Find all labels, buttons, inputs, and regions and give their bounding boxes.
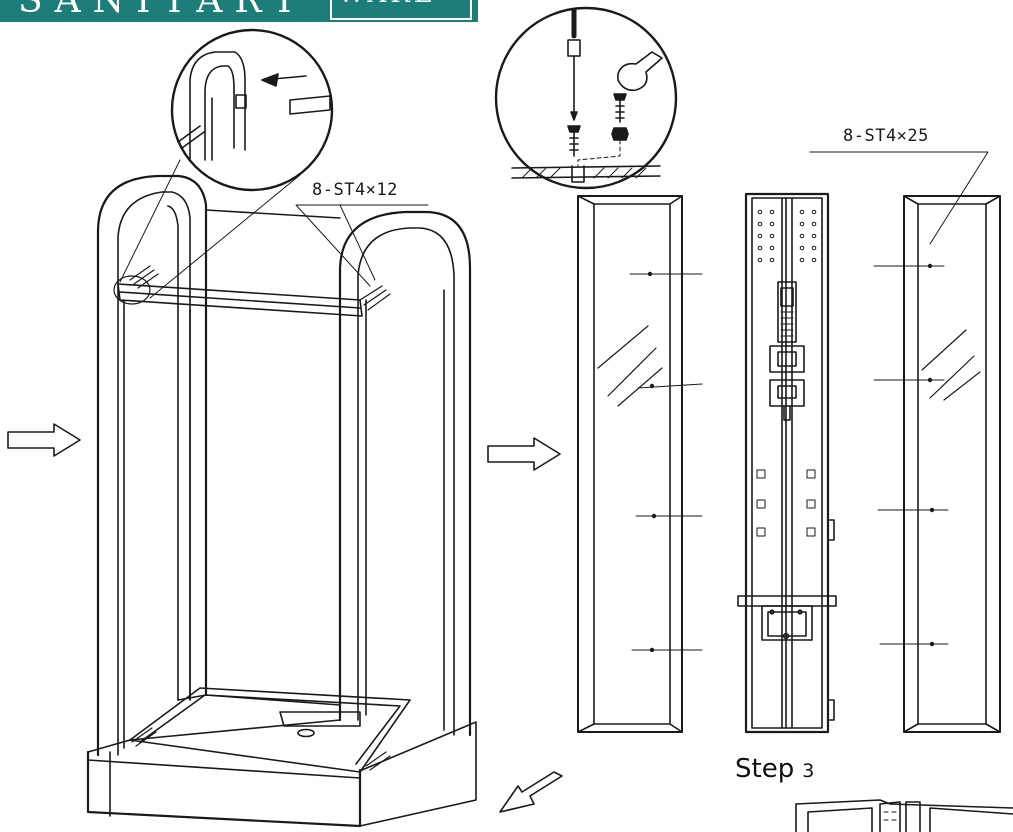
brand-banner: SANITARY WARE: [0, 0, 478, 22]
center-column-panel: [737, 192, 837, 734]
frame-screw-callout: 8-ST4×12: [312, 180, 398, 200]
next-step-preview: [795, 799, 1013, 832]
screwdriver-icon: [567, 7, 581, 121]
shower-frame: [86, 174, 477, 828]
right-glass-panel: [809, 151, 1001, 733]
wrench-icon: [617, 51, 663, 92]
brand-box: WARE: [330, 0, 472, 20]
arrow-right-icon: [487, 437, 561, 471]
brand-box-word: WARE: [338, 0, 437, 9]
brand-name: SANITARY: [18, 0, 309, 21]
arrow-down-left-icon: [499, 771, 563, 813]
panel-screw-callout: 8-ST4×25: [843, 126, 929, 146]
step-number: 3: [802, 760, 815, 782]
left-glass-panel: [577, 195, 703, 733]
step-word: Step: [735, 754, 795, 784]
step-label: Step 3: [735, 754, 814, 784]
arrow-right-icon: [7, 423, 81, 457]
zoom-detail-frame: [113, 28, 334, 305]
screw-detail: [494, 6, 678, 190]
